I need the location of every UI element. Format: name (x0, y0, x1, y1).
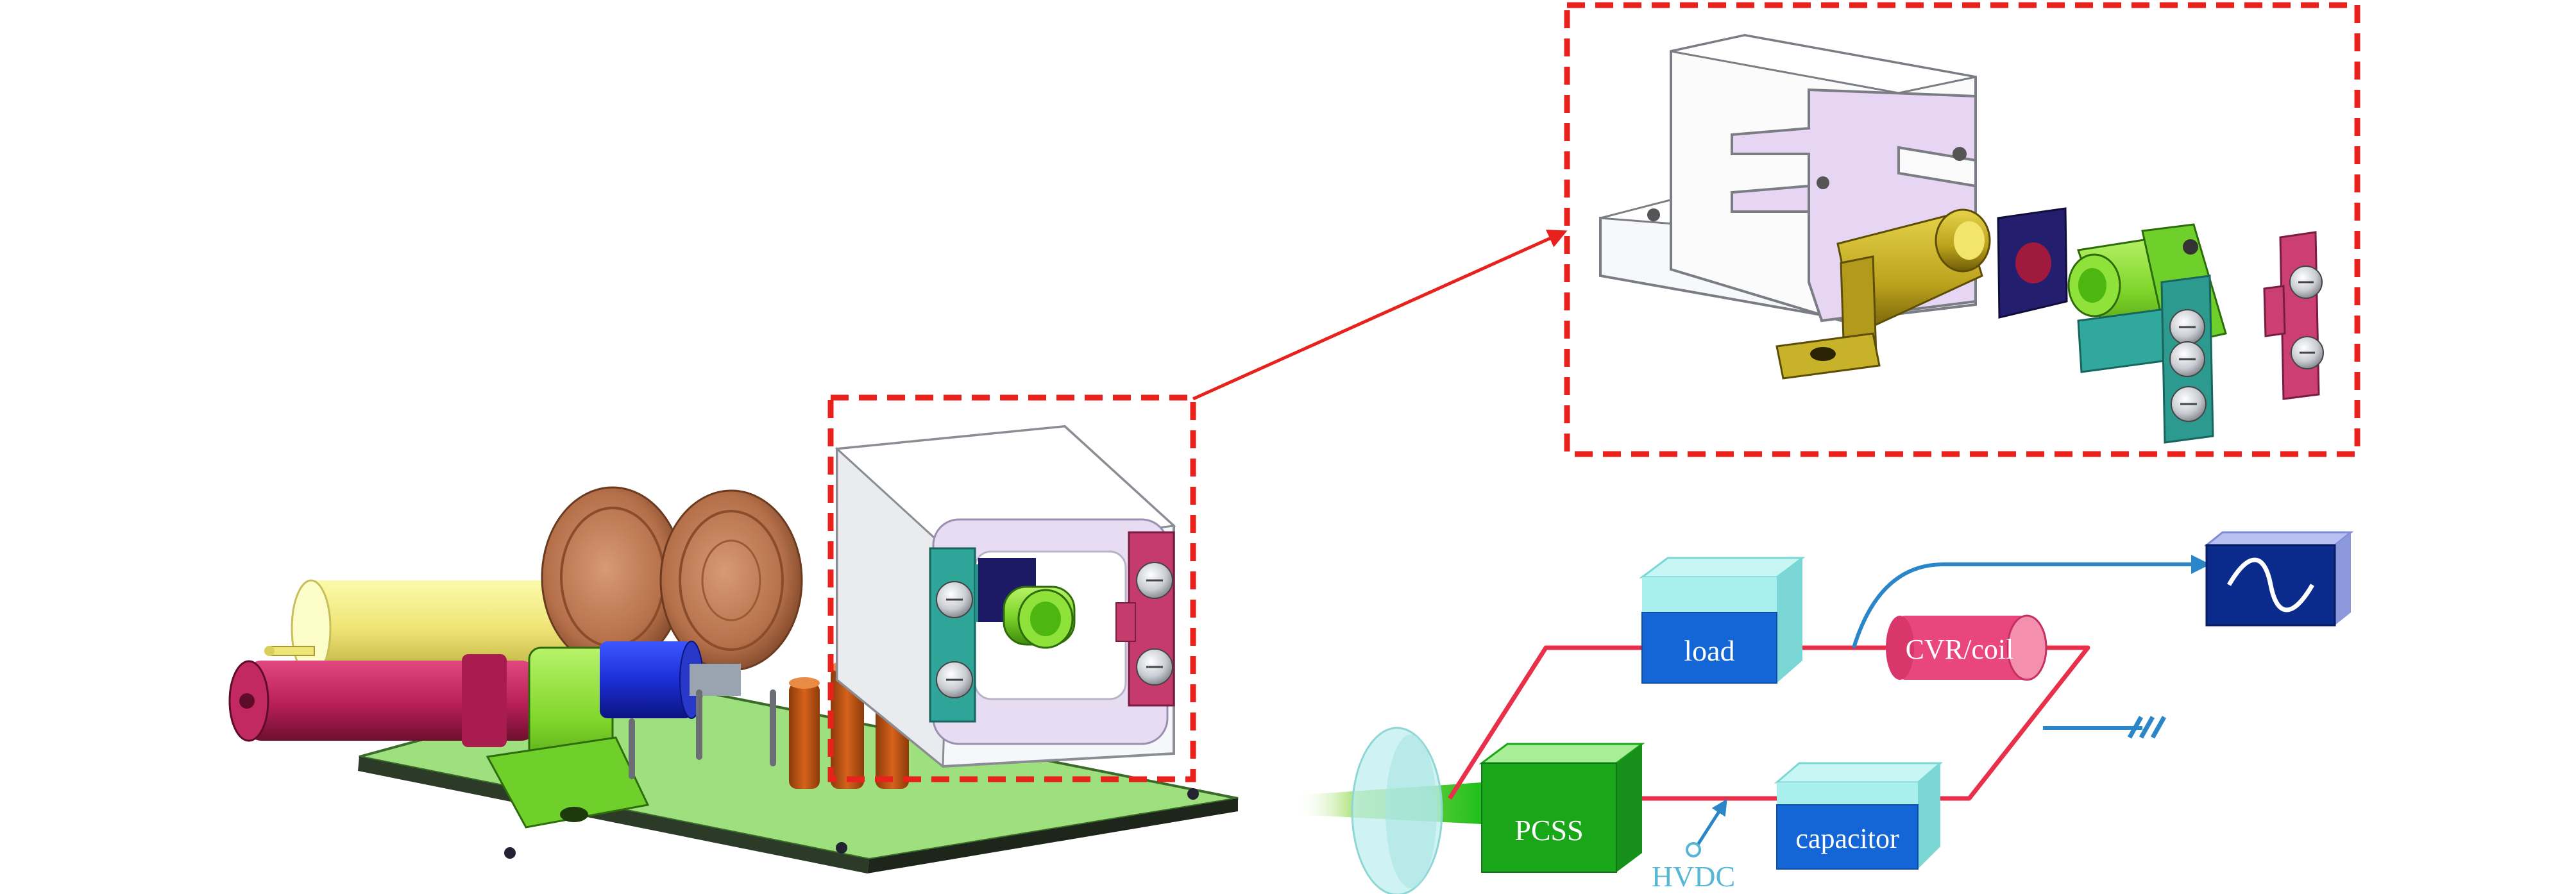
hvdc-label: HVDC (1652, 860, 1735, 893)
circuit-schematic: HVDC load CVR/coil P (1296, 531, 2354, 894)
pcss-block[interactable]: PCSS (1479, 743, 1645, 873)
capacitor-block[interactable]: capacitor (1774, 762, 1944, 870)
exploded-pcss-plate (1997, 207, 2068, 319)
capacitor-label: capacitor (1795, 823, 1899, 854)
copper-coils (541, 486, 803, 671)
bnc-connector (228, 654, 539, 747)
hvdc-source: HVDC (1652, 798, 1735, 893)
ground-icon (2127, 716, 2167, 739)
load-block[interactable]: load (1639, 557, 1806, 684)
assembly-model (228, 425, 1239, 873)
exploded-pink-bracket (2263, 231, 2324, 400)
sine-wave-icon (2226, 557, 2315, 612)
exploded-view (1599, 33, 2324, 444)
magnify-arrow (1192, 230, 1568, 401)
exploded-teal-bracket (2077, 274, 2214, 444)
circuit-wires (1448, 645, 2090, 801)
exploded-view-box (1564, 2, 2360, 457)
green-bracket (486, 646, 650, 829)
signal-wire (1852, 555, 2210, 730)
oscilloscope[interactable] (2203, 531, 2354, 627)
pcss-label: PCSS (1514, 814, 1583, 847)
cvr-label: CVR/coil (1906, 634, 2014, 665)
board-pins (629, 689, 776, 779)
pcss-holder (978, 558, 1076, 649)
pink-bracket (1115, 531, 1175, 707)
load-label: load (1684, 634, 1734, 667)
cvr-coil-block[interactable]: CVR/coil (1886, 614, 2047, 681)
lens-icon (1351, 727, 1443, 894)
detail-callout-box (827, 394, 1196, 782)
exploded-gold-bracket (1775, 208, 1991, 380)
